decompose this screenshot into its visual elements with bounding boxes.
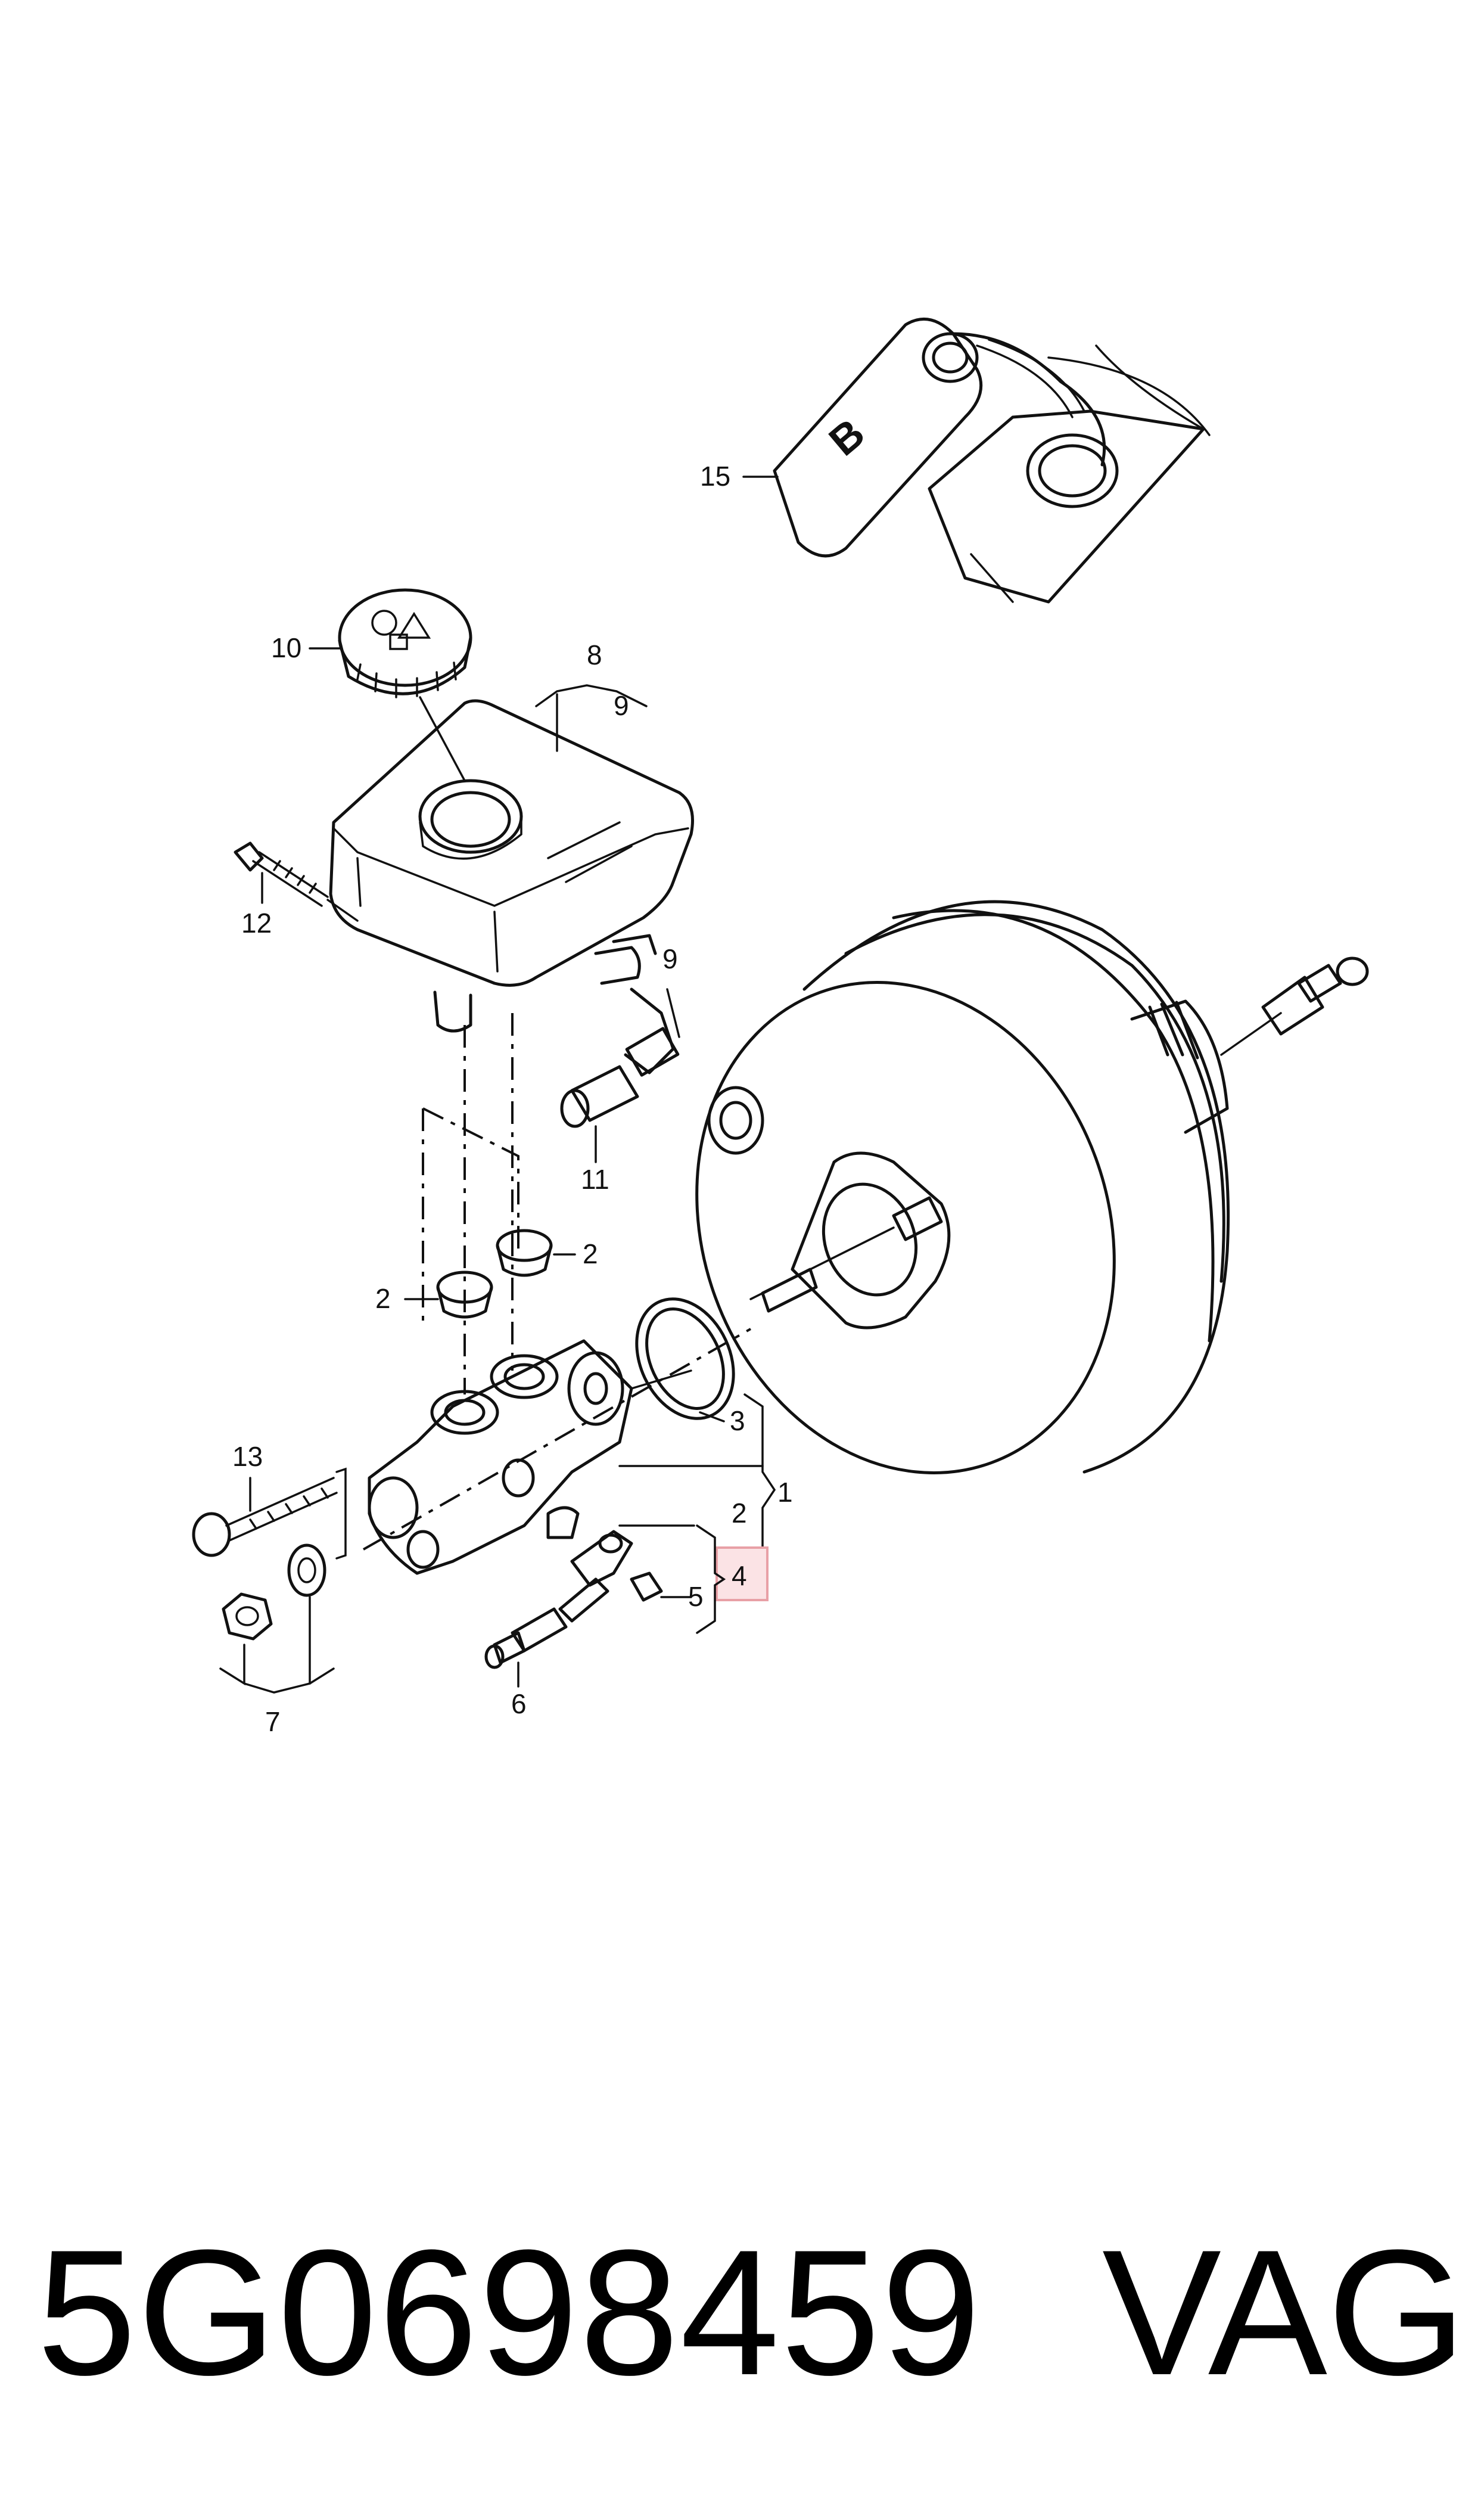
group-bracket: 1 2 4	[618, 1393, 793, 1634]
callout-11: 11	[581, 1164, 609, 1195]
callout-15: 15	[700, 461, 730, 492]
screw-12: 12	[234, 841, 359, 939]
callout-3: 3	[730, 1405, 745, 1436]
grommet-lower: 2	[375, 1271, 493, 1319]
callout-9b: 9	[662, 943, 678, 974]
callout-5: 5	[688, 1581, 704, 1612]
inset-cap-detail: B 15	[700, 317, 1211, 604]
bolt-13: 13	[192, 1441, 347, 1560]
callout-4: 4	[732, 1560, 747, 1591]
callout-10: 10	[271, 632, 301, 663]
nut-and-washer: 7	[219, 1543, 335, 1737]
callout-2c: 2	[732, 1498, 747, 1529]
level-sensor: 11 9	[560, 943, 680, 1195]
callout-2a: 2	[583, 1238, 598, 1269]
callout-1: 1	[777, 1477, 793, 1508]
brake-fluid-reservoir: 8 9	[329, 639, 694, 1033]
grommet-upper: 2	[496, 1229, 598, 1277]
brake-master-cylinder	[368, 1339, 764, 1575]
sealing-ring: 3	[635, 1297, 745, 1436]
callout-13: 13	[232, 1441, 263, 1472]
callout-2b: 2	[375, 1283, 391, 1314]
callout-8: 8	[587, 639, 602, 670]
cap-letter-label: B	[820, 409, 873, 464]
part-number: 5G0698459	[37, 2212, 982, 2412]
brand-label: VAG	[1102, 2212, 1467, 2412]
callout-7: 7	[265, 1706, 281, 1737]
exploded-parts-diagram: B 15 10 8 9 11	[192, 317, 1369, 1737]
reservoir-cap: 10	[271, 588, 472, 782]
callout-12: 12	[241, 908, 272, 939]
callout-6: 6	[511, 1688, 527, 1719]
callout-9a: 9	[614, 690, 629, 721]
pressure-sensor-assembly: 5 6	[484, 1530, 704, 1719]
alignment-lines	[363, 1013, 751, 1551]
brake-booster	[695, 900, 1369, 1474]
